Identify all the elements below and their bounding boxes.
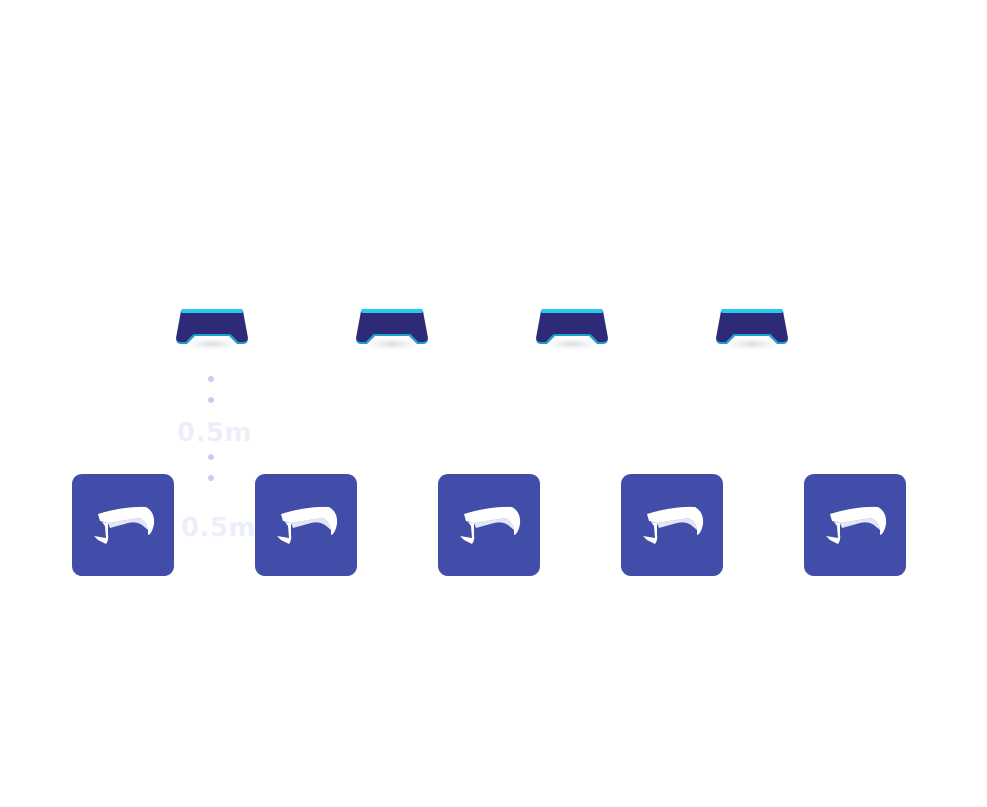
- seat-tile-2: [255, 474, 357, 576]
- desk-chair-icon: [94, 506, 155, 544]
- distance-dot: [208, 454, 214, 460]
- desk-chair-icon: [277, 506, 338, 544]
- beacon-icon: [536, 309, 608, 352]
- seat-tile-5: [804, 474, 906, 576]
- seat-tile-1: [72, 474, 174, 576]
- beacon-icon: [716, 309, 788, 352]
- beacon-2: [352, 300, 432, 356]
- seat-tile-3: [438, 474, 540, 576]
- beacon-4: [712, 300, 792, 356]
- distance-dot: [208, 376, 214, 382]
- seat-tile-4: [621, 474, 723, 576]
- desk-chair-icon: [826, 506, 887, 544]
- desk-chair-icon: [460, 506, 521, 544]
- desk-chair-icon: [643, 506, 704, 544]
- beacon-1: [172, 300, 252, 356]
- horizontal-distance-label: 0.5m: [181, 513, 257, 543]
- beacon-3: [532, 300, 612, 356]
- distance-dot: [208, 397, 214, 403]
- distance-dot: [208, 475, 214, 481]
- beacon-icon: [176, 309, 248, 352]
- beacon-icon: [356, 309, 428, 352]
- vertical-distance-label: 0.5m: [177, 418, 253, 448]
